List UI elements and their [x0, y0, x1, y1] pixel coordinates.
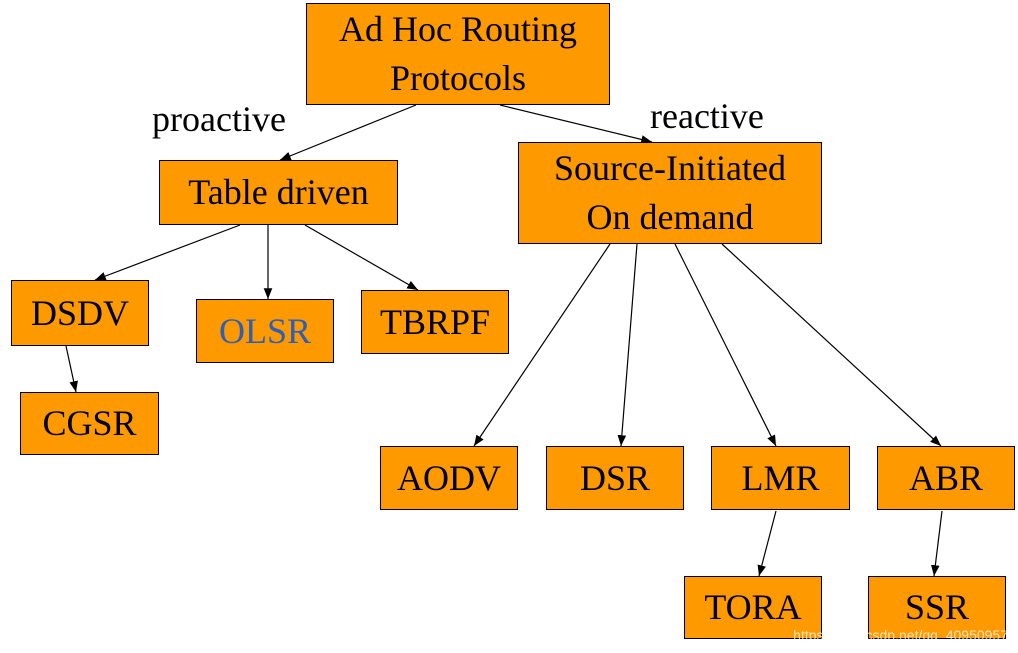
abr-label: ABR [908, 457, 984, 498]
edge-dsdv-cgsr [65, 345, 78, 393]
table-driven-node: Table driven [159, 160, 398, 225]
edge-abr-ssr [931, 510, 943, 577]
tora-node: TORA [684, 576, 822, 639]
aodv-node: AODV [380, 446, 518, 510]
tbrpf-node: TBRPF [361, 290, 509, 354]
dsdv-node: DSDV [11, 280, 149, 346]
cgsr-label: CGSR [42, 403, 137, 444]
tora-label: TORA [704, 587, 802, 628]
on-demand-line1: Source-Initiated [554, 148, 786, 189]
dsr-label: DSR [579, 457, 651, 498]
edge-demand-lmr [674, 243, 777, 447]
olsr-label: OLSR [218, 310, 312, 351]
lmr-node: LMR [711, 446, 850, 510]
watermark-text: https://blog.csdn.net/qq_40950957 [793, 627, 1008, 643]
edge-table-dsdv [94, 224, 241, 281]
reactive-label: reactive [650, 96, 764, 136]
edge-demand-dsr [617, 243, 638, 447]
on-demand-line2: On demand [586, 197, 754, 237]
olsr-node: OLSR [196, 299, 334, 363]
abr-node: ABR [877, 446, 1015, 510]
edge-root-on-demand [499, 104, 653, 144]
edge-demand-abr [721, 243, 942, 447]
edge-demand-aodv [473, 243, 611, 447]
cgsr-node: CGSR [20, 392, 159, 455]
tbrpf-label: TBRPF [379, 301, 491, 342]
ssr-node: SSR [868, 576, 1006, 639]
root-title-line1: Ad Hoc Routing [339, 9, 577, 50]
aodv-label: AODV [397, 457, 501, 498]
root-title-line2: Protocols [389, 58, 526, 98]
edge-root-table-driven [279, 104, 417, 161]
edge-table-tbrpf [304, 224, 419, 291]
ssr-label: SSR [904, 587, 970, 628]
dsr-node: DSR [546, 446, 684, 510]
root-node: Ad Hoc Routing Protocols [306, 3, 610, 105]
on-demand-node: Source-Initiated On demand [518, 142, 822, 244]
table-driven-label: Table driven [188, 172, 369, 213]
dsdv-label: DSDV [30, 292, 129, 333]
proactive-label: proactive [152, 99, 286, 139]
lmr-label: LMR [741, 457, 820, 498]
edge-lmr-tora [757, 510, 777, 577]
